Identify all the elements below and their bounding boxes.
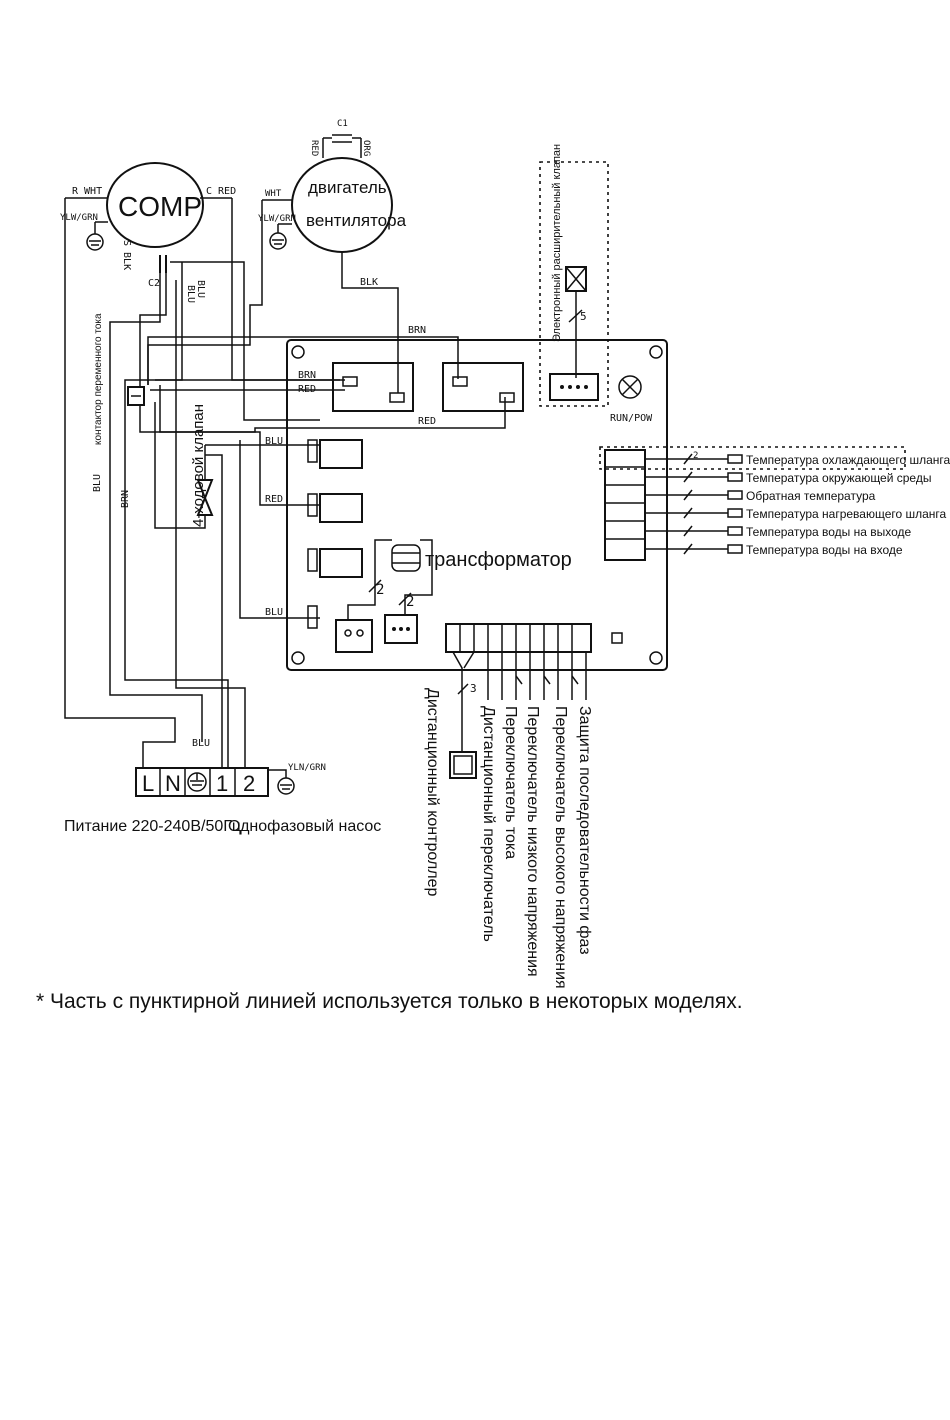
control-board: RUN/POW трансформатор 2 2 — [286, 339, 668, 671]
terminal-ground-icon — [187, 772, 207, 792]
fan-motor: двигатель вентилятора C1 RED ORG WHT YLW… — [258, 119, 407, 393]
fan-out-wire-label: BLK — [360, 277, 378, 288]
eev-block: Электронный расширительный клапан 5 — [539, 144, 609, 407]
pump-ground-icon — [277, 777, 295, 795]
eev-label: Электронный расширительный клапан — [551, 144, 563, 342]
transformer-label: трансформатор — [425, 549, 572, 571]
remote-count: 3 — [470, 682, 477, 695]
run-pow-led-icon — [618, 375, 642, 399]
pump-caption: Однофазовый насос — [228, 818, 381, 835]
fan-cap-left-label: RED — [309, 140, 319, 156]
transformer-count-b: 2 — [406, 594, 414, 610]
left-harness: BLU BRN BLU BLU BRN RED BRN RED BLU RED … — [64, 198, 506, 768]
eev-valve-icon — [565, 266, 587, 292]
board-red-label: RED — [298, 384, 316, 395]
bottom-label-6: Защита последовательности фаз — [576, 706, 593, 955]
compressor-cap-label: C2 — [148, 278, 160, 289]
contactor-label: контактор переменного тока — [93, 313, 104, 445]
harness-brn-label: BRN — [120, 490, 131, 508]
bottom-label-1: Дистанционный контроллер — [424, 688, 441, 896]
run-pow-label: RUN/POW — [610, 413, 653, 424]
terminal-blu-label: BLU — [192, 738, 210, 749]
sensor-label-4: Температура нагревающего шланга — [746, 507, 947, 521]
compressor-label: COMP — [118, 191, 202, 222]
sensor-leads: 2 Температура охлаждающего шланга Темпер… — [599, 446, 950, 557]
sensor-label-2: Температура окружающей среды — [746, 471, 931, 485]
compressor-r-wire-label: R WHT — [72, 186, 102, 197]
terminal-1: 1 — [216, 771, 228, 796]
footnote: * Часть с пунктирной линией используется… — [36, 990, 743, 1013]
transformer-icon — [391, 544, 421, 572]
sensor-label-5: Температура воды на выходе — [746, 525, 912, 539]
transformer-count-a: 2 — [376, 582, 384, 598]
fan-wire-label: WHT — [265, 189, 282, 199]
sensor-count: 2 — [693, 451, 698, 461]
compressor: COMP R WHT C RED YLW/GRN S BLK C2 — [60, 162, 236, 289]
contactor: контактор переменного тока — [93, 313, 145, 445]
compressor-capacitor-icon — [159, 255, 167, 273]
top-brn-label: BRN — [408, 325, 426, 336]
terminal-l: L — [142, 771, 154, 796]
relay1-blu-label: BLU — [265, 436, 283, 447]
bottom-label-4: Переключатель низкого напряжения — [524, 706, 541, 977]
compressor-c-wire-label: C RED — [206, 186, 236, 197]
compressor-ground-icon — [86, 233, 104, 251]
fan-motor-label-line1: двигатель — [308, 178, 387, 197]
compressor-ground-label: YLW/GRN — [60, 213, 98, 223]
fan-capacitor-icon — [322, 134, 362, 158]
bottom-label-2: Дистанционный переключатель — [480, 706, 497, 942]
relay4-blu-label: BLU — [265, 607, 283, 618]
fan-cap-label: C1 — [337, 119, 348, 129]
eev-count: 5 — [580, 310, 587, 323]
terminal-ground-label: YLN/GRN — [288, 763, 326, 773]
bottom-label-3: Переключатель тока — [502, 706, 519, 859]
bottom-red-label: RED — [418, 416, 436, 427]
four-way-valve: 4-ходовой клапан — [190, 404, 214, 527]
relay2-red-label: RED — [265, 494, 283, 505]
comp-blu-label-b: BLU — [195, 280, 206, 298]
terminal-2: 2 — [243, 771, 255, 796]
compressor-s-wire-label: S BLK — [121, 240, 132, 270]
fan-ground-icon — [269, 232, 287, 250]
fan-ground-label: YLW/GRN — [258, 214, 296, 224]
comp-blu-label-a: BLU — [185, 285, 196, 303]
sensor-label-6: Температура воды на входе — [746, 543, 903, 557]
bottom-label-5: Переключатель высокого напряжения — [552, 706, 569, 989]
valve-label: 4-ходовой клапан — [190, 404, 207, 527]
fan-motor-label-line2: вентилятора — [306, 211, 407, 230]
terminal-n: N — [165, 771, 181, 796]
harness-blu-label: BLU — [92, 474, 103, 492]
bottom-leads: 3 Дистанционный контроллер Дистанционный… — [424, 651, 593, 989]
board-brn-label: BRN — [298, 370, 316, 381]
sensor-label-1: Температура охлаждающего шланга — [746, 453, 950, 467]
fan-cap-right-label: ORG — [361, 140, 371, 156]
sensor-label-3: Обратная температура — [746, 489, 876, 503]
terminal-block: L N 1 2 BLU YLN/GRN Питание 220-240В/50Г… — [64, 738, 381, 835]
power-caption: Питание 220-240В/50Гц — [64, 818, 241, 835]
